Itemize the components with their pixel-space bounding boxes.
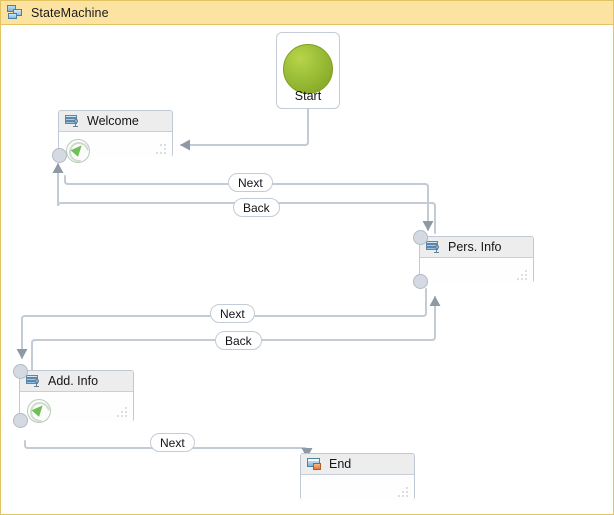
- node-pers-info-body[interactable]: [420, 258, 533, 283]
- resize-grip-icon[interactable]: [396, 487, 410, 497]
- resize-grip-icon[interactable]: [515, 270, 529, 280]
- transition-label-add-to-end[interactable]: Next: [150, 433, 195, 452]
- node-add-info-body[interactable]: [20, 392, 133, 426]
- node-welcome[interactable]: Welcome: [52, 110, 173, 166]
- state-icon: [426, 240, 441, 254]
- connection-handle[interactable]: [13, 413, 28, 428]
- state-machine-icon: [7, 5, 23, 20]
- node-add-info-header: Add. Info: [20, 371, 133, 392]
- entry-action-icon[interactable]: [65, 138, 93, 166]
- window-title-bar: StateMachine: [1, 1, 613, 25]
- end-state-icon: [307, 457, 322, 471]
- node-pers-info-header: Pers. Info: [420, 237, 533, 258]
- node-pers-info-label: Pers. Info: [448, 240, 502, 254]
- node-welcome-label: Welcome: [87, 114, 139, 128]
- resize-grip-icon[interactable]: [115, 407, 129, 417]
- node-end[interactable]: End: [300, 453, 415, 500]
- transition-label-welcome-to-pers[interactable]: Next: [228, 173, 273, 192]
- entry-action-icon[interactable]: [26, 398, 54, 426]
- node-add-info-label: Add. Info: [48, 374, 99, 388]
- wire-start-to-welcome: [180, 108, 309, 151]
- connection-handle[interactable]: [413, 274, 428, 289]
- node-end-header: End: [301, 454, 414, 475]
- transition-label-pers-to-welcome[interactable]: Back: [233, 198, 280, 217]
- node-welcome-body[interactable]: [59, 132, 172, 166]
- transition-label-pers-to-add[interactable]: Next: [210, 304, 255, 323]
- connection-handle[interactable]: [413, 230, 428, 245]
- state-icon: [26, 374, 41, 388]
- diagram-canvas[interactable]: Start Welcome: [1, 25, 613, 514]
- node-start-label: Start: [294, 89, 322, 103]
- state-icon: [65, 114, 80, 128]
- connection-handle[interactable]: [52, 148, 67, 163]
- green-circle-icon: [283, 44, 333, 94]
- node-add-info[interactable]: Add. Info: [13, 364, 134, 428]
- node-end-body[interactable]: [301, 475, 414, 500]
- resize-grip-icon[interactable]: [154, 144, 168, 154]
- node-pers-info[interactable]: Pers. Info: [413, 230, 534, 289]
- transition-label-add-to-pers[interactable]: Back: [215, 331, 262, 350]
- node-end-label: End: [329, 457, 352, 471]
- connection-handle[interactable]: [13, 364, 28, 379]
- node-welcome-header: Welcome: [59, 111, 172, 132]
- window-title: StateMachine: [31, 5, 109, 20]
- node-start[interactable]: Start: [276, 32, 340, 109]
